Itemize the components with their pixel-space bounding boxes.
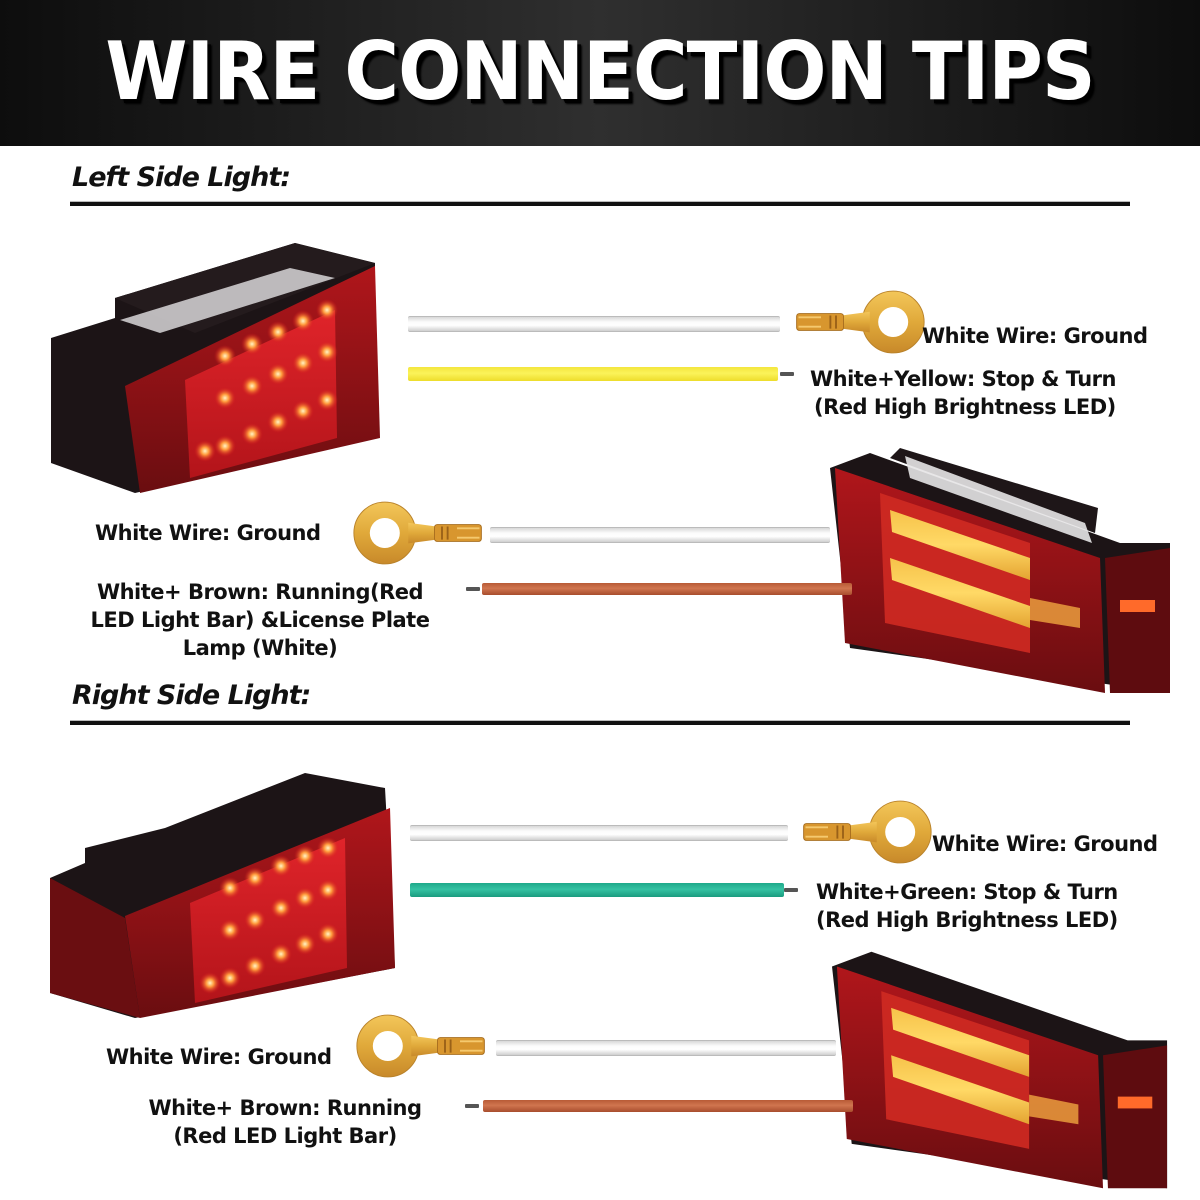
header-banner: WIRE CONNECTION TIPS <box>0 0 1200 146</box>
stripped-wire-end <box>780 372 794 376</box>
section-title-right-side: Right Side Light: <box>72 680 311 711</box>
signal-label-line1: White+ Brown: Running(Red <box>96 580 424 604</box>
ground-label: White Wire: Ground <box>922 324 1148 348</box>
signal-label-line2: (Red High Brightness LED) <box>814 395 1116 419</box>
green-signal-wire <box>410 883 784 897</box>
section-divider <box>70 720 1130 725</box>
white-ground-wire <box>490 527 830 543</box>
tail-light-led-icon <box>51 243 380 493</box>
ring-terminal-icon <box>355 1011 505 1081</box>
signal-label-line1: White+Yellow: Stop & Turn <box>810 367 1116 391</box>
ring-terminal-icon <box>783 797 933 867</box>
tail-light-led-icon <box>50 773 395 1018</box>
brown-signal-wire <box>482 583 852 595</box>
white-ground-wire <box>410 825 788 841</box>
ring-terminal-icon <box>352 498 502 568</box>
section-divider <box>70 201 1130 206</box>
yellow-signal-wire <box>408 367 778 381</box>
signal-label-line2: (Red LED Light Bar) <box>173 1124 397 1148</box>
brown-signal-wire <box>483 1100 853 1112</box>
signal-label-line2: (Red High Brightness LED) <box>816 908 1118 932</box>
signal-label-line3: Lamp (White) <box>182 636 338 660</box>
section-title-left-side: Left Side Light: <box>72 162 291 193</box>
white-ground-wire <box>408 316 780 332</box>
ring-terminal-icon <box>776 287 926 357</box>
ground-label: White Wire: Ground <box>932 832 1158 856</box>
tail-light-bar-icon <box>832 951 1168 1189</box>
stripped-wire-end <box>465 1104 479 1108</box>
ground-label: White Wire: Ground <box>95 521 321 545</box>
stripped-wire-end <box>466 587 480 591</box>
ground-label: White Wire: Ground <box>106 1045 332 1069</box>
signal-label-line1: White+ Brown: Running <box>148 1096 422 1120</box>
stripped-wire-end <box>784 888 798 892</box>
tail-light-bar-icon <box>830 448 1170 693</box>
page-title: WIRE CONNECTION TIPS <box>105 25 1095 118</box>
signal-label-line1: White+Green: Stop & Turn <box>816 880 1118 904</box>
signal-label-line2: LED Light Bar) &License Plate <box>90 608 430 632</box>
white-ground-wire <box>496 1040 836 1056</box>
